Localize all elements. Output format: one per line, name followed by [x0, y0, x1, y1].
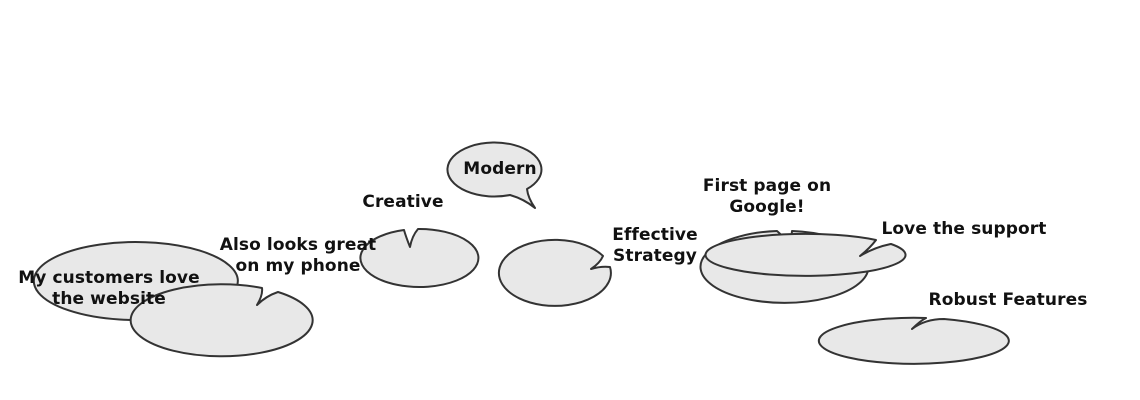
speech-bubble-strategy	[497, 238, 612, 307]
testimonial-text-phone: Also looks great on my phone	[219, 235, 377, 276]
testimonial-text-customers: My customers love the website	[18, 268, 200, 309]
testimonial-text-strategy: Effective Strategy	[612, 225, 698, 266]
speech-bubble-support	[704, 232, 907, 277]
speech-bubble-phone	[129, 283, 314, 358]
testimonial-text-creative: Creative	[362, 191, 444, 212]
speech-bubble-creative	[359, 227, 480, 288]
speech-bubble-modern	[446, 141, 543, 209]
testimonial-text-google: First page on Google!	[702, 176, 832, 217]
testimonial-text-features: Robust Features	[928, 289, 1088, 310]
testimonial-text-support: Love the support	[881, 218, 1047, 239]
testimonial-text-modern: Modern	[463, 158, 537, 179]
speech-bubble-features	[817, 316, 1010, 365]
